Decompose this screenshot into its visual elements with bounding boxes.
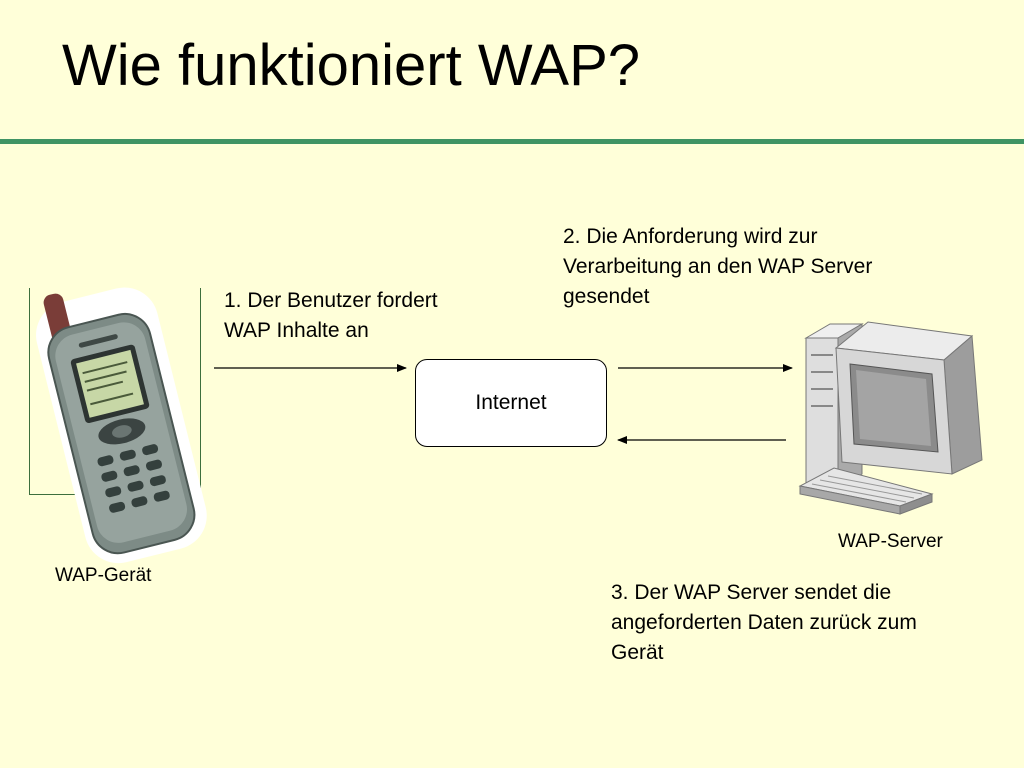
- step1-line2: WAP Inhalte an: [224, 319, 369, 342]
- step1-text: 1. Der Benutzer fordert WAP Inhalte an: [224, 286, 438, 346]
- step3-line2: angeforderten Daten zurück zum: [611, 611, 917, 634]
- step2-line2: Verarbeitung an den WAP Server: [563, 255, 873, 278]
- step3-line3: Gerät: [611, 641, 664, 664]
- server-label: WAP-Server: [838, 531, 943, 552]
- internet-node: Internet: [415, 359, 607, 447]
- slide-title: Wie funktioniert WAP?: [62, 33, 641, 98]
- mobile-phone-icon: [36, 287, 207, 564]
- internet-label: Internet: [475, 391, 547, 414]
- step1-line1: 1. Der Benutzer fordert: [224, 289, 438, 312]
- desktop-computer-icon: [798, 321, 983, 515]
- step2-line1: 2. Die Anforderung wird zur: [563, 225, 818, 248]
- device-label: WAP-Gerät: [55, 565, 152, 586]
- title-divider: [0, 139, 1024, 144]
- step2-line3: gesendet: [563, 285, 650, 308]
- step3-text: 3. Der WAP Server sendet die angefordert…: [611, 578, 917, 668]
- step3-line1: 3. Der WAP Server sendet die: [611, 581, 892, 604]
- step2-text: 2. Die Anforderung wird zur Verarbeitung…: [563, 222, 872, 312]
